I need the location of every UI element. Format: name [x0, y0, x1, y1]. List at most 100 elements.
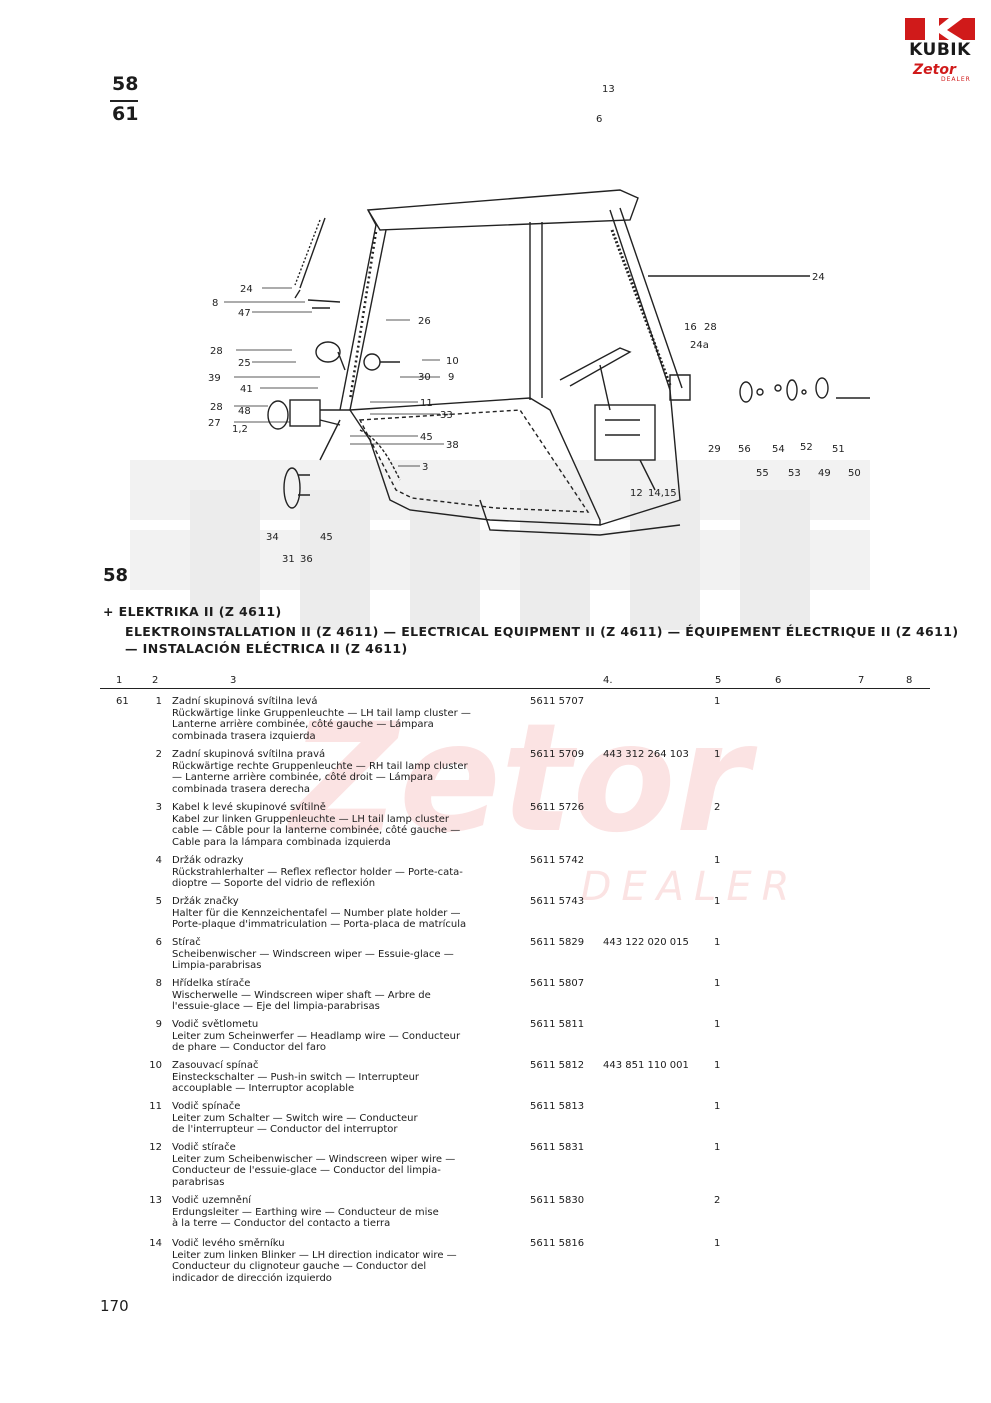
alt-part-number-cell: 443 122 020 015: [603, 937, 689, 948]
callout-12: 12: [630, 488, 643, 499]
callout-24-left: 24: [240, 284, 253, 295]
callout-45-b: 45: [320, 532, 333, 543]
description-line: Držák značky: [172, 896, 239, 907]
callout-34: 34: [266, 532, 279, 543]
description-line: Držák odrazky: [172, 855, 244, 866]
description-line: Vodič spínače: [172, 1101, 241, 1112]
part-number-cell: 5611 5743: [530, 896, 585, 907]
description-cell: Hřídelka stírače Wischerwelle — Windscre…: [172, 978, 502, 1013]
part-number-cell: 5611 5813: [530, 1101, 585, 1112]
position-cell: 1: [155, 696, 162, 707]
callout-54: 54: [772, 444, 785, 455]
part-number-cell: 5611 5807: [530, 978, 585, 989]
description-line: à la terre — Conductor del contacto a ti…: [172, 1218, 391, 1229]
quantity-cell: 1: [714, 855, 721, 866]
callout-41: 41: [240, 384, 253, 395]
cab-wiring-exploded-diagram: 13 6 24 24 8 47 26 28 25 10 39 41 30 9 2…: [208, 84, 870, 565]
callout-38: 38: [446, 440, 459, 451]
part-number-cell: 5611 5816: [530, 1238, 585, 1249]
quantity-cell: 1: [714, 937, 721, 948]
svg-text:DEALER: DEALER: [581, 864, 800, 910]
description-line: Halter für die Kennzeichentafel — Number…: [172, 907, 461, 919]
column-header-6: 6: [775, 675, 782, 686]
description-line: Leiter zum Scheibenwischer — Windscreen …: [172, 1153, 456, 1165]
position-cell: 4: [155, 855, 162, 866]
callout-56: 56: [738, 444, 751, 455]
figure-number-bottom: 61: [112, 103, 139, 125]
callout-24-right: 24: [812, 272, 825, 283]
part-number-cell: 5611 5830: [530, 1195, 585, 1206]
column-header-2: 2: [152, 675, 159, 686]
column-header-3: 3: [230, 675, 237, 686]
description-line: l'essuie-glace — Eje del limpia-parabris…: [172, 1001, 380, 1012]
callout-28-a: 28: [210, 346, 223, 357]
alt-part-number-cell: 443 851 110 001: [603, 1060, 689, 1071]
description-line: de phare — Conductor del faro: [172, 1042, 326, 1053]
description-cell: Vodič spínače Leiter zum Schalter — Swit…: [172, 1101, 502, 1136]
part-number-cell: 5611 5726: [530, 802, 585, 813]
callout-47: 47: [238, 308, 251, 319]
description-line: Conducteur du clignoteur gauche — Conduc…: [172, 1261, 427, 1272]
description-cell: Vodič stírače Leiter zum Scheibenwischer…: [172, 1142, 502, 1188]
description-cell: Zadní skupinová svítilna levá Rückwärtig…: [172, 696, 502, 742]
kubik-k-mark-icon: [905, 18, 975, 58]
part-number-cell: 5611 5707: [530, 696, 585, 707]
alt-part-number-cell: 443 312 264 103: [603, 749, 689, 760]
description-line: indicador de dirección izquierdo: [172, 1272, 332, 1284]
description-line: dioptre — Soporte del vidrio de reflexió…: [172, 878, 376, 889]
logo-zetor-text: Zetor: [913, 62, 956, 78]
quantity-cell: 1: [714, 1019, 721, 1030]
description-line: Rückwärtige rechte Gruppenleuchte — RH t…: [172, 760, 468, 772]
description-cell: Držák značky Halter für die Kennzeichent…: [172, 896, 502, 931]
figure-cell: 61: [116, 696, 129, 707]
callout-24a: 24a: [690, 340, 709, 351]
position-cell: 13: [149, 1195, 162, 1206]
callout-33: 33: [440, 410, 453, 421]
quantity-cell: 1: [714, 749, 721, 760]
description-cell: Vodič světlometu Leiter zum Scheinwerfer…: [172, 1019, 502, 1054]
description-cell: Kabel k levé skupinové svítilně Kabel zu…: [172, 802, 502, 848]
figure-number-top: 58: [112, 73, 139, 95]
callout-13: 13: [602, 84, 615, 95]
logo-dealer-text: DEALER: [941, 76, 971, 83]
column-header-5: 5: [715, 675, 722, 686]
position-cell: 8: [155, 978, 162, 989]
callout-10: 10: [446, 356, 459, 367]
callout-30: 30: [418, 372, 431, 383]
callout-50: 50: [848, 468, 861, 479]
part-number-cell: 5611 5742: [530, 855, 585, 866]
quantity-cell: 1: [714, 1142, 721, 1153]
callout-14-15: 14,15: [648, 488, 677, 499]
description-line: combinada trasera izquierda: [172, 730, 316, 742]
position-cell: 6: [155, 937, 162, 948]
description-line: Hřídelka stírače: [172, 978, 251, 989]
part-number-cell: 5611 5709: [530, 749, 585, 760]
description-line: Wischerwelle — Windscreen wiper shaft — …: [172, 989, 431, 1001]
position-cell: 5: [155, 896, 162, 907]
part-number-cell: 5611 5811: [530, 1019, 585, 1030]
position-cell: 14: [149, 1238, 162, 1249]
callout-27: 27: [208, 418, 221, 429]
description-line: Kabel zur linken Gruppenleuchte — LH tai…: [172, 813, 449, 825]
part-number-cell: 5611 5829: [530, 937, 585, 948]
section-title-czech: + ELEKTRIKA II (Z 4611): [103, 604, 282, 619]
quantity-cell: 1: [714, 978, 721, 989]
description-cell: Vodič uzemnění Erdungsleiter — Earthing …: [172, 1195, 502, 1230]
callout-8: 8: [212, 298, 218, 309]
description-cell: Držák odrazky Rückstrahlerhalter — Refle…: [172, 855, 502, 890]
description-line: Zasouvací spínač: [172, 1060, 259, 1071]
description-line: Rückwärtige linke Gruppenleuchte — LH ta…: [172, 707, 471, 719]
description-cell: Zadní skupinová svítilna pravá Rückwärti…: [172, 749, 502, 795]
description-line: Leiter zum linken Blinker — LH direction…: [172, 1249, 457, 1261]
quantity-cell: 1: [714, 1101, 721, 1112]
callout-6: 6: [596, 114, 602, 125]
callout-25: 25: [238, 358, 251, 369]
section-title-spanish: — INSTALACIÓN ELÉCTRICA II (Z 4611): [125, 641, 408, 656]
description-line: Zadní skupinová svítilna pravá: [172, 749, 326, 760]
description-line: Porte-plaque d'immatriculation — Porta-p…: [172, 919, 467, 930]
callout-11: 11: [420, 398, 433, 409]
description-line: Kabel k levé skupinové svítilně: [172, 802, 326, 813]
callout-1-2: 1,2: [232, 424, 248, 435]
description-line: Lanterne arrière combinée, côté gauche —…: [172, 719, 434, 730]
callout-16: 16: [684, 322, 697, 333]
